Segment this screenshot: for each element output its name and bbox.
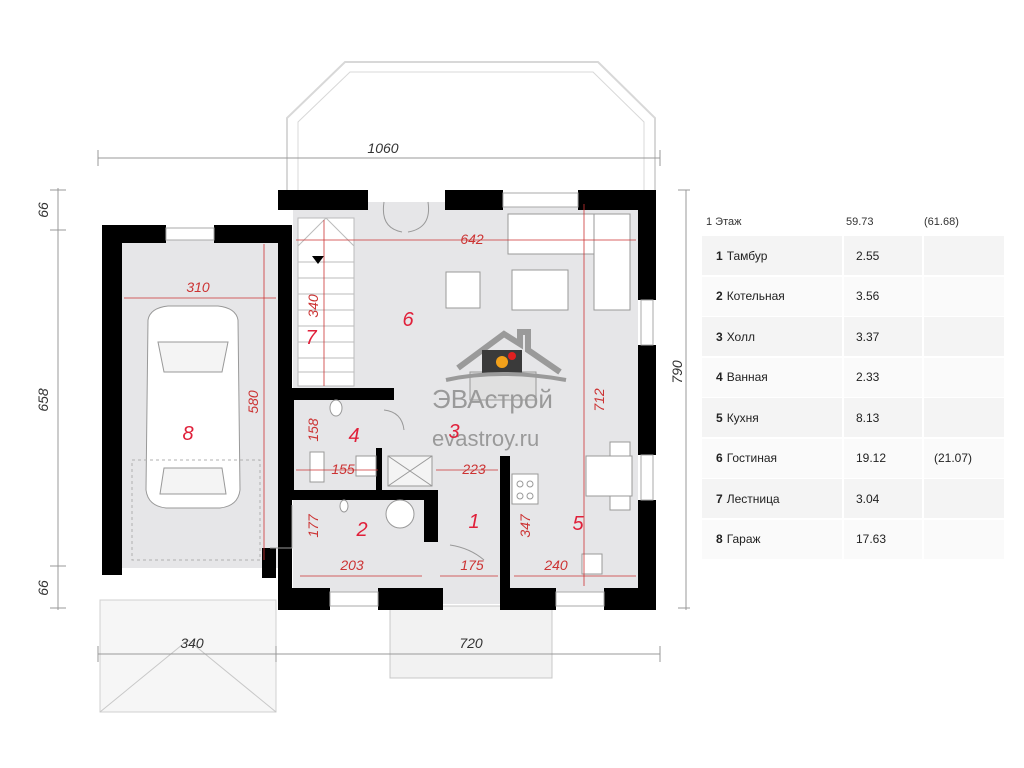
room-number-1: 1 [468, 511, 479, 533]
room-number-8: 8 [182, 423, 193, 445]
dim-boiler-depth: 177 [305, 513, 321, 538]
dim-stair-depth: 340 [305, 294, 321, 318]
dim-bath-depth: 158 [305, 418, 321, 442]
room-area-extra [924, 276, 1004, 316]
room-name: Лестница [726, 491, 780, 506]
inner-dimension-lines [124, 204, 636, 586]
room-area: 3.56 [844, 276, 922, 316]
room-area: 3.37 [844, 317, 922, 356]
room-area-extra: (21.07) [924, 438, 1004, 478]
room-name: Котельная [726, 289, 785, 303]
room-number-2: 2 [355, 519, 367, 541]
room-name: Холл [726, 329, 755, 344]
floor-area: 59.73 [846, 216, 874, 228]
room-area: 17.63 [844, 519, 922, 559]
watermark: ЭВАстрой evastroy.ru [432, 329, 567, 451]
dim-bottom-garage: 340 [180, 635, 204, 651]
room-name: Гараж [726, 532, 761, 546]
room-area: 3.04 [844, 479, 922, 518]
floor-area-total: (61.68) [924, 216, 959, 228]
dim-left-bottom: 66 [35, 580, 51, 596]
dim-living-depth: 712 [591, 388, 607, 412]
dim-boiler-width: 203 [339, 557, 364, 573]
room-name: Кухня [726, 410, 759, 425]
room-area-extra [924, 357, 1004, 397]
room-number: 4 [716, 370, 723, 384]
room-area-extra [924, 519, 1004, 559]
dim-bottom-house: 720 [459, 635, 483, 651]
room-number: 8 [716, 532, 723, 546]
floor-label: 1 Этаж [706, 216, 742, 228]
room-number-3: 3 [448, 421, 459, 443]
dimension-labels: 1060 66 658 66 790 340 720 310 580 642 3… [35, 140, 685, 651]
house-logo-icon [445, 329, 567, 382]
room-number: 1 [716, 248, 723, 263]
room-numbers: 1 2 3 4 5 6 7 8 [182, 309, 584, 541]
room-area-extra [924, 236, 1004, 275]
windows [165, 192, 654, 607]
room-number-4: 4 [348, 425, 359, 447]
car-icon [145, 305, 241, 509]
dim-vestibule-width: 175 [460, 557, 484, 573]
dim-hall-width: 223 [461, 461, 486, 477]
entrance-porch [99, 599, 553, 713]
floor-plan: 1060 66 658 66 790 340 720 310 580 642 3… [35, 61, 690, 713]
room-name: Тамбур [726, 248, 768, 263]
dim-kitchen-depth: 347 [517, 513, 533, 538]
room-number: 6 [716, 451, 723, 465]
dim-garage-depth: 580 [245, 390, 261, 414]
watermark-url: evastroy.ru [432, 426, 539, 451]
room-area: 2.33 [844, 357, 922, 397]
dim-left-top: 66 [35, 202, 51, 218]
room-number: 7 [716, 491, 723, 506]
room-area: 8.13 [844, 398, 922, 437]
room-name: Гостиная [726, 451, 778, 465]
dim-right-overall: 790 [669, 360, 685, 384]
room-area: 19.12 [844, 438, 922, 478]
dim-garage-width: 310 [186, 279, 210, 295]
room-number-5: 5 [572, 513, 584, 535]
room-number: 2 [716, 289, 723, 303]
room-number-6: 6 [402, 309, 414, 331]
dim-left-middle: 658 [35, 388, 51, 412]
dim-bath-width: 155 [331, 461, 355, 477]
dim-living-width: 642 [460, 231, 484, 247]
room-area-extra [924, 317, 1004, 356]
dim-top-overall: 1060 [367, 140, 398, 156]
room-area-extra [924, 398, 1004, 437]
watermark-brand: ЭВАстрой [432, 384, 553, 414]
dimension-lines [50, 150, 690, 662]
bay-window-outline [286, 61, 656, 190]
staircase [297, 217, 355, 387]
room-number-7: 7 [305, 327, 317, 349]
room-area: 2.55 [844, 236, 922, 275]
table-header: 1 Этаж 59.73 (61.68) [702, 208, 1008, 236]
walls [102, 190, 656, 610]
room-area-extra [924, 479, 1004, 518]
room-number: 5 [716, 410, 723, 425]
room-number: 3 [716, 329, 723, 344]
room-name: Ванная [726, 370, 768, 384]
dim-kitchen-width: 240 [543, 557, 568, 573]
